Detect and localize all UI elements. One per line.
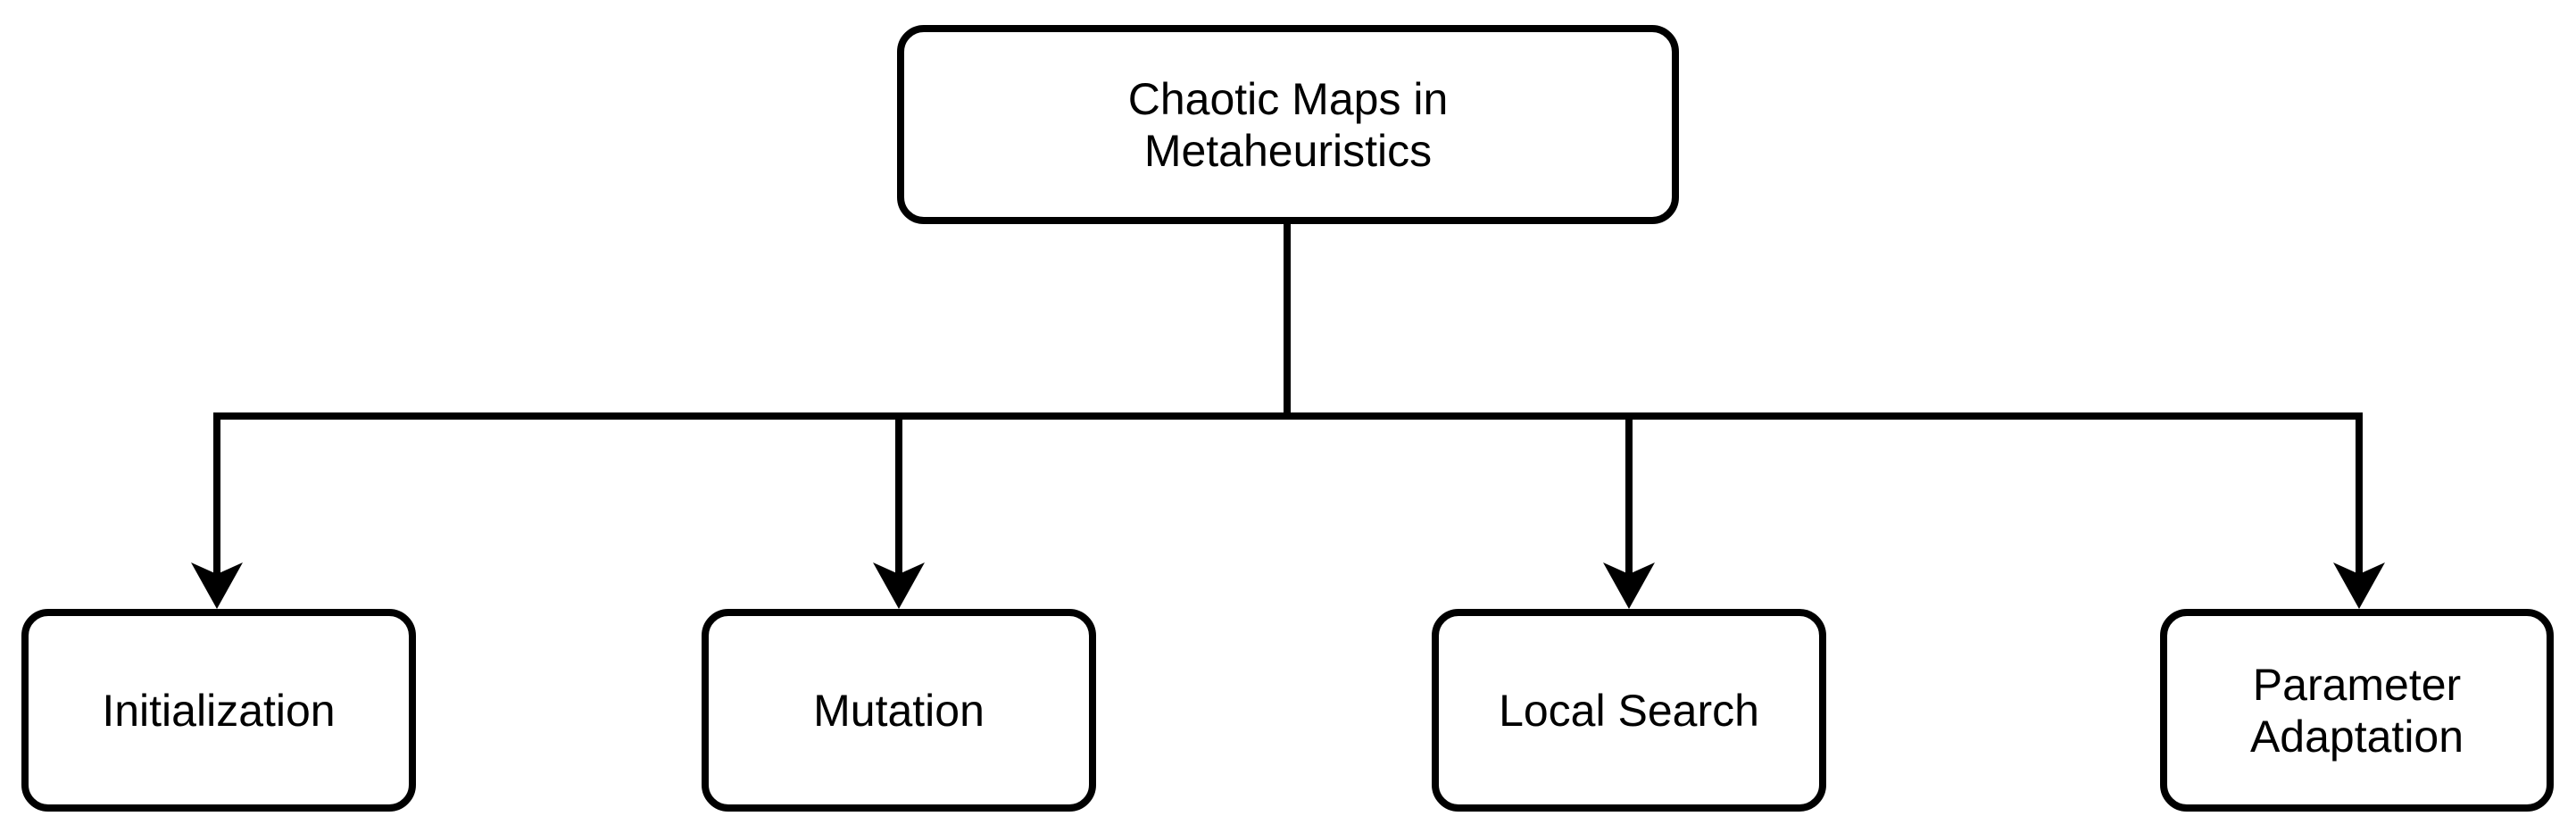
node-label-local-search: Local Search — [1499, 685, 1759, 736]
arrowhead-initialization — [191, 562, 243, 609]
node-label-initialization: Initialization — [102, 685, 336, 736]
node-initialization[interactable]: Initialization — [21, 609, 416, 812]
node-mutation[interactable]: Mutation — [702, 609, 1096, 812]
arrowhead-parameter-adaptation — [2333, 562, 2385, 609]
node-label-root: Chaotic Maps in Metaheuristics — [1127, 73, 1449, 176]
node-parameter-adaptation[interactable]: Parameter Adaptation — [2160, 609, 2554, 812]
node-chaotic-maps-in-metaheuristics[interactable]: Chaotic Maps in Metaheuristics — [897, 25, 1679, 224]
edge-arrowheads — [191, 562, 2385, 609]
arrowhead-local-search — [1603, 562, 1655, 609]
node-label-parameter-adaptation: Parameter Adaptation — [2249, 659, 2464, 762]
edge-lines — [213, 224, 2363, 582]
node-local-search[interactable]: Local Search — [1432, 609, 1826, 812]
node-label-mutation: Mutation — [813, 685, 985, 736]
arrowhead-mutation — [873, 562, 925, 609]
